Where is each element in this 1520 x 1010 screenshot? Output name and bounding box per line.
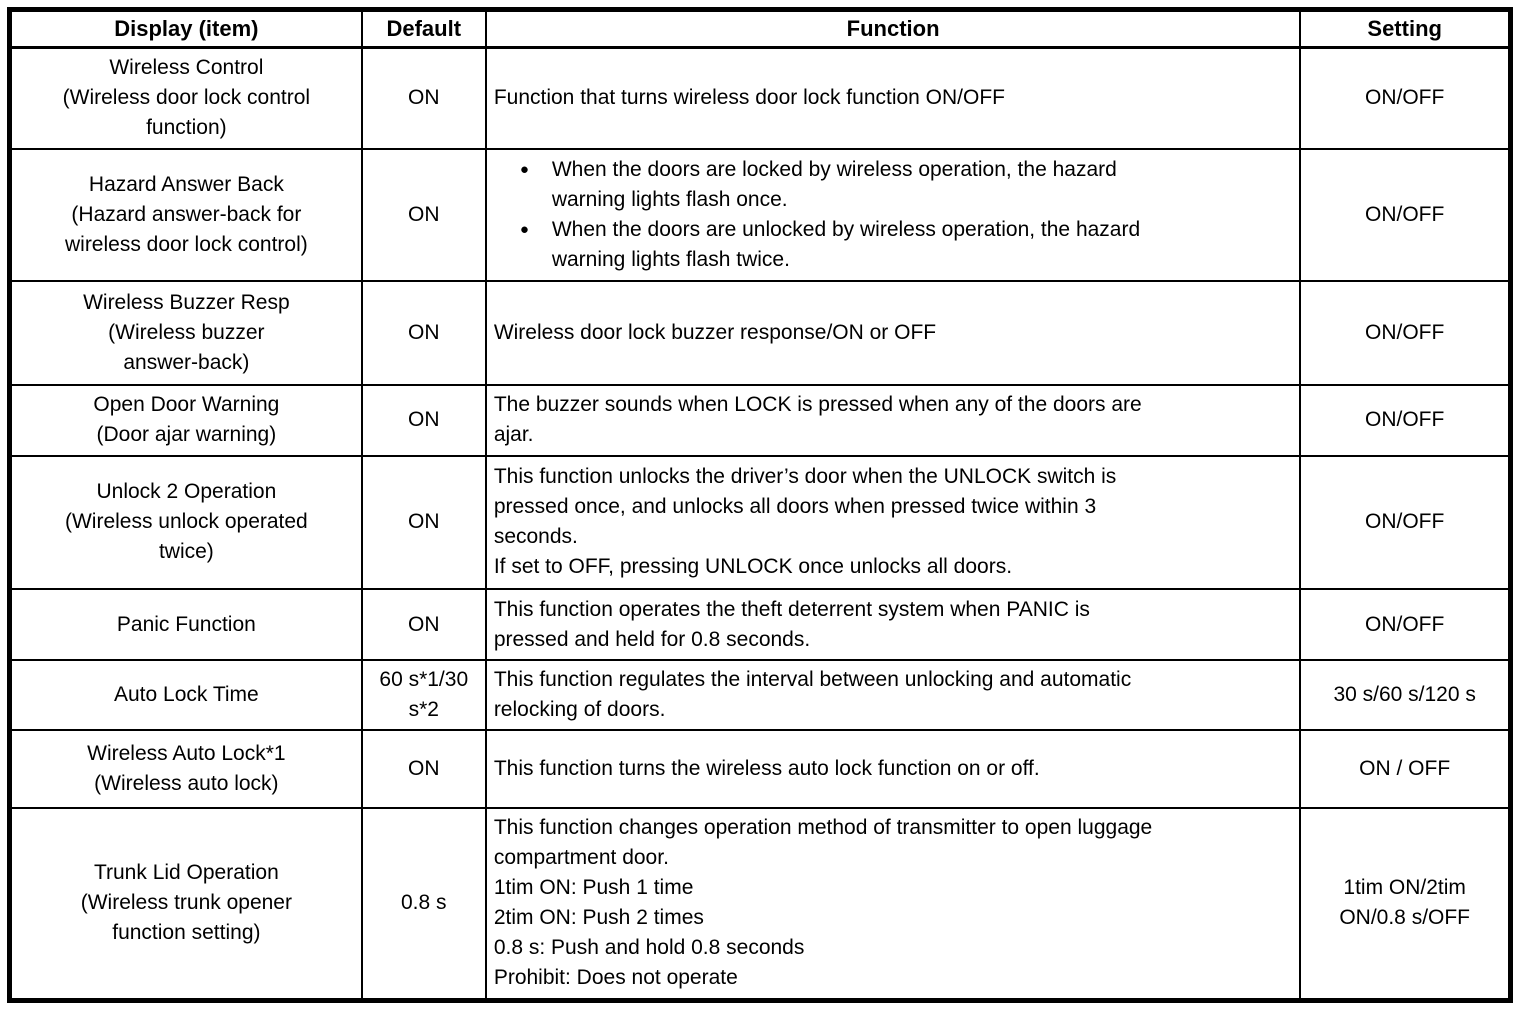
bullet-icon: ● [519,221,529,239]
table-row: Trunk Lid Operation (Wireless trunk open… [8,806,1512,1002]
default-value-cell: ON [360,729,487,809]
header-display-item: Display (item) [8,8,363,49]
display-item-cell: Unlock 2 Operation (Wireless unlock oper… [8,454,363,591]
function-bullet-item: ● When the doors are unlocked by wireless… [494,215,1296,275]
table-row: Unlock 2 Operation (Wireless unlock oper… [8,454,1512,591]
default-value-cell: ON [360,147,487,283]
function-cell: This function changes operation method o… [484,806,1302,1002]
function-cell: This function regulates the interval bet… [484,658,1302,732]
table-row: Wireless Auto Lock*1 (Wireless auto lock… [8,729,1512,809]
default-value-cell: ON [360,454,487,591]
display-item-cell: Auto Lock Time [8,658,363,732]
function-text: This function turns the wireless auto lo… [493,756,1040,780]
header-setting: Setting [1299,8,1512,49]
default-value-cell: ON [360,588,487,661]
default-value-cell: ON [360,46,487,150]
display-item-cell: Panic Function [8,588,363,661]
function-text: When the doors are unlocked by wireless … [551,218,1141,272]
function-bullet-item: ● When the doors are locked by wireless o… [494,155,1296,215]
display-item-cell: Open Door Warning (Door ajar warning) [8,384,363,457]
setting-cell: ON/OFF [1299,147,1512,283]
function-cell: The buzzer sounds when LOCK is pressed w… [484,384,1302,457]
function-text: Function that turns wireless door lock f… [493,86,1006,110]
display-item-cell: Wireless Auto Lock*1 (Wireless auto lock… [8,729,363,809]
setting-cell: ON / OFF [1299,729,1512,809]
function-cell: This function unlocks the driver’s door … [484,454,1302,591]
function-text: Wireless door lock buzzer response/ON or… [493,321,937,345]
function-cell: Wireless door lock buzzer response/ON or… [484,280,1302,387]
function-cell: This function operates the theft deterre… [484,588,1302,661]
table-row: Wireless Control (Wireless door lock con… [8,46,1512,150]
default-value-cell: ON [360,280,487,387]
function-text: This function regulates the interval bet… [493,668,1132,722]
table-header-row: Display (item) Default Function Setting [8,8,1512,49]
table-row: Wireless Buzzer Resp (Wireless buzzer an… [8,280,1512,387]
display-item-cell: Hazard Answer Back (Hazard answer-back f… [8,147,363,283]
function-cell: This function turns the wireless auto lo… [484,729,1302,809]
display-item-cell: Trunk Lid Operation (Wireless trunk open… [8,806,363,1002]
setting-cell: 1tim ON/2tim ON/0.8 s/OFF [1299,806,1512,1002]
bullet-icon: ● [519,161,529,179]
display-item-cell: Wireless Control (Wireless door lock con… [8,46,363,150]
setting-cell: ON/OFF [1299,588,1512,661]
function-text: The buzzer sounds when LOCK is pressed w… [493,393,1142,447]
setting-cell: ON/OFF [1299,454,1512,591]
wireless-settings-table: Display (item) Default Function Setting … [7,7,1513,1003]
function-cell: ● When the doors are locked by wireless o… [484,147,1302,283]
function-text: This function operates the theft deterre… [493,597,1090,651]
table-body: Wireless Control (Wireless door lock con… [8,46,1512,1002]
setting-cell: ON/OFF [1299,280,1512,387]
default-value-cell: ON [360,384,487,457]
function-text: When the doors are locked by wireless op… [551,158,1117,212]
display-item-cell: Wireless Buzzer Resp (Wireless buzzer an… [8,280,363,387]
function-cell: Function that turns wireless door lock f… [484,46,1302,150]
setting-cell: ON/OFF [1299,384,1512,457]
setting-cell: ON/OFF [1299,46,1512,150]
setting-cell: 30 s/60 s/120 s [1299,658,1512,732]
header-function: Function [484,8,1302,49]
default-value-cell: 60 s*1/30 s*2 [360,658,487,732]
default-value-cell: 0.8 s [360,806,487,1002]
header-default: Default [360,8,487,49]
function-text: This function changes operation method o… [493,816,1153,990]
function-text: This function unlocks the driver’s door … [493,465,1117,579]
table-row: Hazard Answer Back (Hazard answer-back f… [8,147,1512,283]
